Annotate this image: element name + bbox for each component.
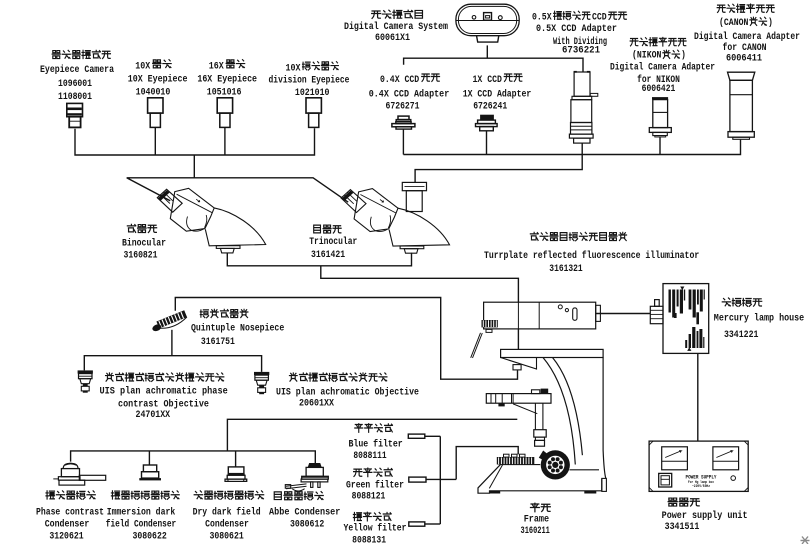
svg-text:Immersion dark: Immersion dark (107, 506, 176, 518)
svg-text:3341221: 3341221 (724, 330, 759, 341)
svg-text:0.5X: 0.5X (532, 12, 552, 23)
svg-text:60061X1: 60061X1 (375, 33, 410, 44)
svg-text:contrast Objective: contrast Objective (118, 398, 209, 410)
svg-text:8088131: 8088131 (352, 535, 386, 544)
svg-text:Phase contrast: Phase contrast (36, 506, 104, 518)
svg-text:1X CCD Adapter: 1X CCD Adapter (463, 88, 532, 100)
svg-text:field Condenser: field Condenser (106, 519, 177, 531)
svg-text:(NIKON: (NIKON (632, 50, 661, 62)
svg-text:24701XX: 24701XX (136, 410, 171, 421)
svg-text:3160821: 3160821 (124, 250, 158, 261)
svg-text:3161421: 3161421 (311, 250, 345, 261)
svg-text:6006411: 6006411 (726, 53, 762, 64)
svg-text:for NIKON: for NIKON (637, 74, 680, 86)
svg-text:Trinocular: Trinocular (309, 236, 357, 248)
svg-text:3080621: 3080621 (209, 532, 243, 543)
svg-text:1X CCD: 1X CCD (473, 75, 502, 86)
svg-text:3120621: 3120621 (49, 532, 83, 543)
svg-text:): ) (681, 50, 686, 62)
svg-text:Yellow filter: Yellow filter (344, 523, 407, 535)
svg-text:0.4X CCD: 0.4X CCD (380, 75, 419, 86)
svg-text:Power supply unit: Power supply unit (662, 510, 748, 522)
svg-text:6736221: 6736221 (562, 45, 600, 56)
svg-text:8088111: 8088111 (353, 451, 386, 462)
svg-text:Abbe Condenser: Abbe Condenser (269, 506, 340, 518)
svg-text:POWER SUPPLY: POWER SUPPLY (686, 475, 717, 481)
svg-text:Digital Camera Adapter: Digital Camera Adapter (694, 31, 800, 43)
svg-text:Blue filter: Blue filter (349, 438, 403, 450)
svg-text:3160211: 3160211 (521, 526, 550, 537)
svg-text:UIS plan achromatic Objective: UIS plan achromatic Objective (276, 386, 419, 398)
svg-text:16X Eyepiece: 16X Eyepiece (197, 74, 257, 86)
svg-text:6726271: 6726271 (386, 101, 420, 112)
svg-text:Condenser: Condenser (205, 519, 249, 531)
svg-text:Frame: Frame (524, 515, 549, 526)
svg-text:8088121: 8088121 (352, 492, 386, 503)
svg-text:6006421: 6006421 (642, 84, 676, 95)
svg-text:1051016: 1051016 (207, 88, 242, 99)
svg-text:For Hg lamp box: For Hg lamp box (688, 480, 715, 485)
svg-text:Quintuple Nosepiece: Quintuple Nosepiece (191, 322, 284, 334)
svg-text:1040010: 1040010 (136, 88, 171, 99)
svg-text:With Dividing: With Dividing (553, 36, 607, 48)
svg-text:0.4X CCD Adapter: 0.4X CCD Adapter (369, 88, 450, 100)
svg-text:10X: 10X (286, 63, 302, 74)
svg-text:division Eyepiece: division Eyepiece (269, 75, 350, 87)
svg-text:3080612: 3080612 (290, 520, 324, 531)
svg-text:3161751: 3161751 (201, 337, 235, 348)
svg-text:3161321: 3161321 (549, 264, 582, 275)
svg-text:16X: 16X (209, 61, 225, 72)
svg-text:(CANON: (CANON (719, 17, 748, 29)
svg-text:10X Eyepiece: 10X Eyepiece (128, 74, 188, 86)
svg-text:10X: 10X (135, 61, 151, 72)
svg-text:1108001: 1108001 (58, 92, 92, 103)
svg-text:1021010: 1021010 (295, 88, 330, 99)
svg-text:Turrplate reflected fluorescen: Turrplate reflected fluorescence illumin… (484, 250, 699, 262)
svg-text:Condenser: Condenser (45, 519, 90, 531)
svg-text:1096001: 1096001 (58, 79, 92, 90)
svg-text:Binocular: Binocular (122, 237, 166, 249)
svg-text:CCD: CCD (592, 12, 607, 23)
svg-text:Dry dark field: Dry dark field (193, 506, 261, 518)
svg-text:): ) (768, 17, 773, 29)
svg-text:Green filter: Green filter (346, 480, 404, 492)
svg-text:6726241: 6726241 (473, 101, 507, 112)
svg-text:UIS plan achromatic phase: UIS plan achromatic phase (100, 386, 228, 398)
svg-text:for CANON: for CANON (723, 42, 767, 54)
svg-text:Digital Camera Adapter: Digital Camera Adapter (610, 62, 715, 74)
svg-text:Digital Camera System: Digital Camera System (344, 21, 448, 33)
svg-text:Mercury lamp house: Mercury lamp house (714, 312, 804, 324)
svg-text:20601XX: 20601XX (299, 398, 335, 409)
svg-text:0.5X CCD Adapter: 0.5X CCD Adapter (536, 23, 617, 35)
svg-text:3080622: 3080622 (132, 532, 166, 543)
svg-text:3341511: 3341511 (665, 522, 700, 533)
svg-text:Eyepiece Camera: Eyepiece Camera (40, 64, 114, 76)
svg-text:~220V/50Hz: ~220V/50Hz (692, 484, 710, 489)
